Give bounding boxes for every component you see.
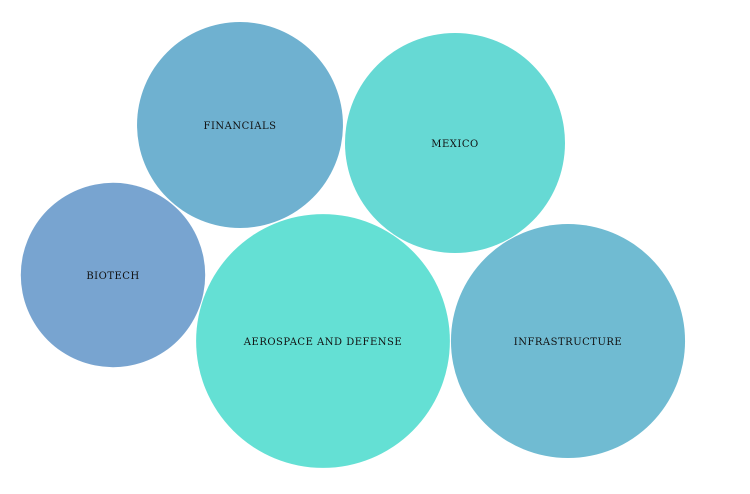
bubble-label: FINANCIALS [204,121,277,132]
bubble-infrastructure[interactable]: INFRASTRUCTURE [450,223,686,459]
bubble-aerospace-and-defense[interactable]: AEROSPACE AND DEFENSE [196,214,450,468]
bubble-mexico[interactable]: MEXICO [345,33,565,253]
bubble-label: MEXICO [431,139,478,150]
bubble-label: AEROSPACE AND DEFENSE [243,337,402,348]
bubble-circle[interactable] [137,22,343,228]
bubble-circle[interactable] [20,182,206,368]
bubble-label: INFRASTRUCTURE [514,337,622,348]
bubble-circle[interactable] [196,214,450,468]
bubble-circle[interactable] [450,223,686,459]
bubble-financials[interactable]: FINANCIALS [137,22,343,228]
bubble-label: BIOTECH [86,271,139,282]
bubble-circle[interactable] [345,33,565,253]
bubble-biotech[interactable]: BIOTECH [20,182,206,368]
